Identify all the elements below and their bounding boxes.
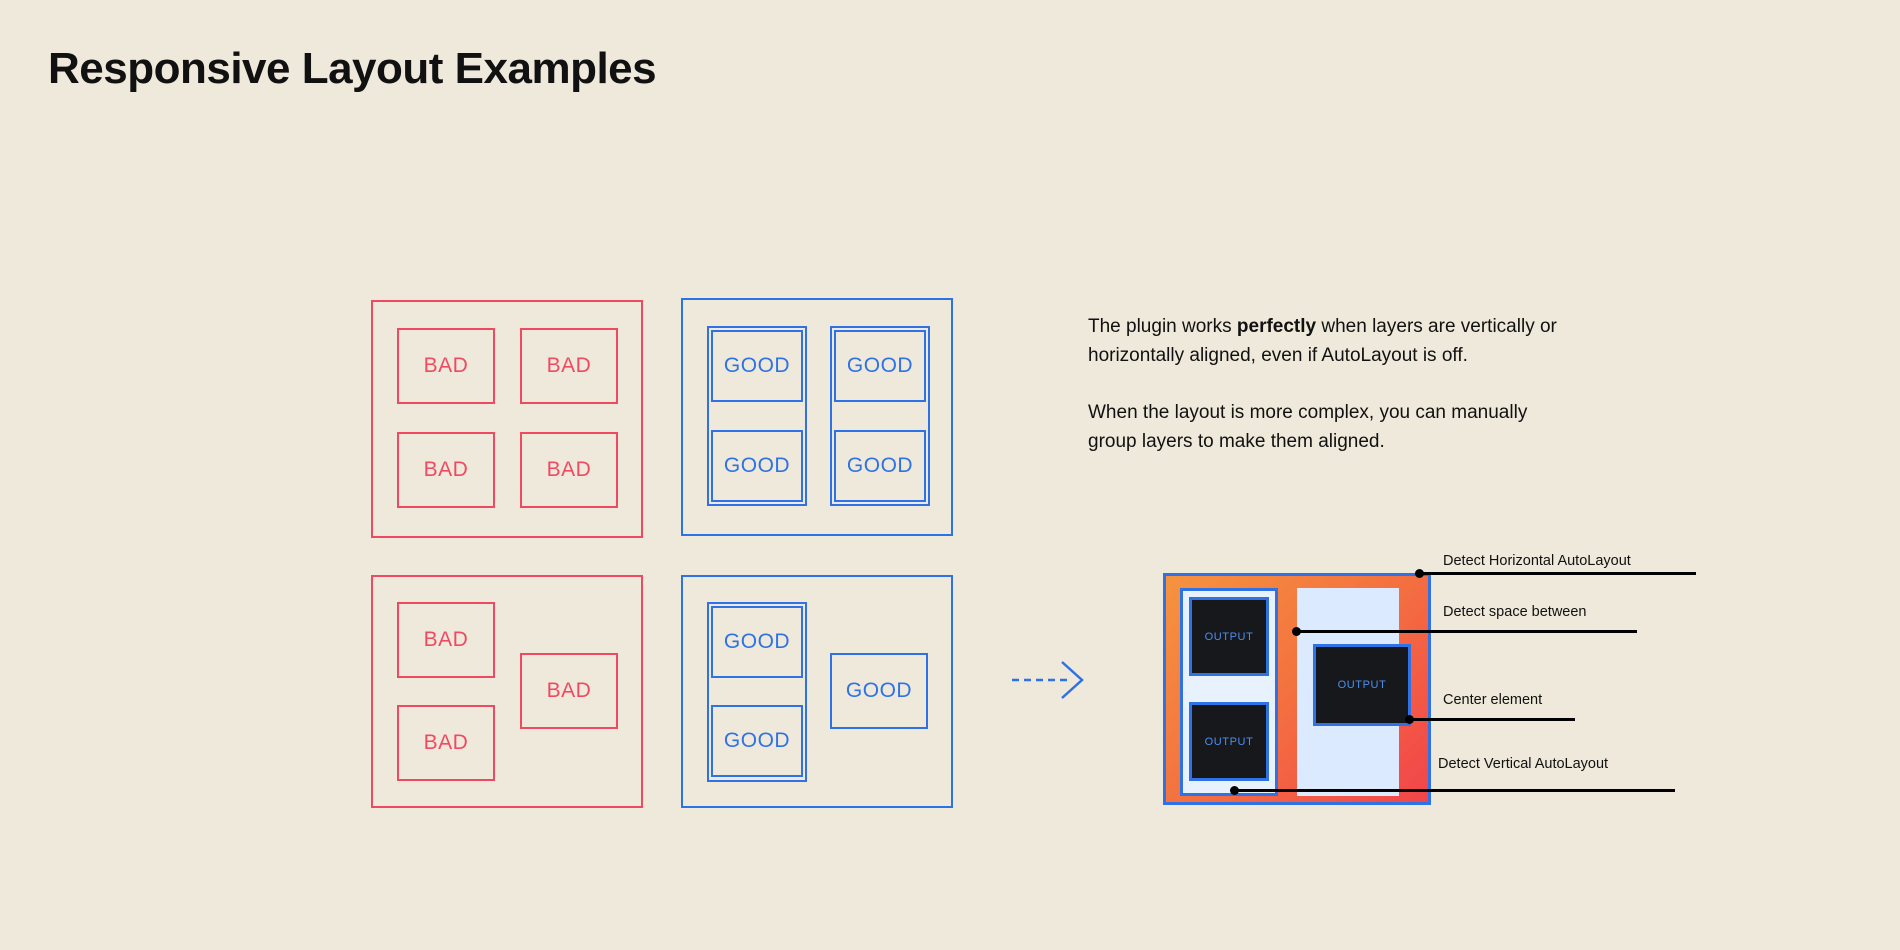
paragraph-1-lead: The plugin works bbox=[1088, 316, 1237, 337]
cell-label: GOOD bbox=[723, 729, 791, 752]
example-cell-good: GOOD bbox=[711, 430, 803, 502]
cell-label: GOOD bbox=[846, 354, 914, 377]
example-cell-bad: BAD bbox=[397, 328, 495, 404]
example-cell-bad: BAD bbox=[520, 653, 618, 729]
example-cell-bad: BAD bbox=[520, 328, 618, 404]
annotation-dot-space-between bbox=[1292, 627, 1301, 636]
group-wrapper-column-left bbox=[707, 602, 807, 782]
annotation-line-space-between bbox=[1297, 630, 1637, 633]
example-cell-good: GOOD bbox=[711, 705, 803, 777]
cell-label: BAD bbox=[546, 458, 592, 481]
cell-label: BAD bbox=[423, 628, 469, 651]
example-cell-good: GOOD bbox=[834, 430, 926, 502]
cell-label: GOOD bbox=[723, 354, 791, 377]
annotation-label-vertical-autolayout: Detect Vertical AutoLayout bbox=[1438, 756, 1609, 772]
dashed-arrow-right-icon bbox=[1012, 661, 1084, 699]
example-panel-good-complex: GOOD GOOD GOOD bbox=[681, 575, 953, 808]
output-box: OUTPUT bbox=[1189, 702, 1269, 781]
group-wrapper-column-right bbox=[830, 326, 930, 506]
annotation-line-horizontal-autolayout bbox=[1420, 572, 1696, 575]
description-copy: The plugin works perfectly when layers a… bbox=[1088, 312, 1558, 456]
output-group-left: OUTPUT OUTPUT bbox=[1180, 588, 1278, 796]
group-wrapper-column-left bbox=[707, 326, 807, 506]
example-cell-good: GOOD bbox=[711, 330, 803, 402]
example-cell-good: GOOD bbox=[834, 330, 926, 402]
paragraph-1: The plugin works perfectly when layers a… bbox=[1088, 312, 1558, 370]
annotation-dot-horizontal-autolayout bbox=[1415, 569, 1424, 578]
output-label: OUTPUT bbox=[1337, 679, 1387, 691]
example-cell-good: GOOD bbox=[830, 653, 928, 729]
cell-label: BAD bbox=[423, 354, 469, 377]
annotation-label-horizontal-autolayout: Detect Horizontal AutoLayout bbox=[1443, 553, 1631, 569]
output-label: OUTPUT bbox=[1204, 630, 1254, 643]
cell-label: GOOD bbox=[846, 454, 914, 477]
example-cell-bad: BAD bbox=[520, 432, 618, 508]
paragraph-2: When the layout is more complex, you can… bbox=[1088, 402, 1528, 452]
cell-label: BAD bbox=[546, 679, 592, 702]
example-cell-bad: BAD bbox=[397, 705, 495, 781]
annotation-dot-vertical-autolayout bbox=[1230, 786, 1239, 795]
paragraph-1-emphasis: perfectly bbox=[1236, 316, 1317, 337]
cell-label: BAD bbox=[546, 354, 592, 377]
annotation-dot-center-element bbox=[1405, 715, 1414, 724]
example-panel-bad-grid: BAD BAD BAD BAD bbox=[371, 300, 643, 538]
paragraph-1-tail: when layers are vertically or horizontal… bbox=[1088, 316, 1557, 366]
cell-label: GOOD bbox=[723, 630, 791, 653]
output-box: OUTPUT bbox=[1189, 597, 1269, 676]
annotation-label-space-between: Detect space between bbox=[1443, 604, 1587, 620]
cell-label: BAD bbox=[423, 731, 469, 754]
autolayout-detection-diagram: OUTPUT OUTPUT OUTPUT bbox=[1163, 573, 1431, 805]
example-panel-bad-complex: BAD BAD BAD bbox=[371, 575, 643, 808]
example-cell-good: GOOD bbox=[711, 606, 803, 678]
cell-label: BAD bbox=[423, 458, 469, 481]
page-title: Responsive Layout Examples bbox=[48, 44, 657, 93]
annotation-label-center-element: Center element bbox=[1443, 692, 1543, 708]
example-cell-bad: BAD bbox=[397, 602, 495, 678]
cell-label: GOOD bbox=[723, 454, 791, 477]
example-panel-good-grid: GOOD GOOD GOOD GOOD bbox=[681, 298, 953, 536]
cell-label: GOOD bbox=[845, 679, 913, 702]
example-cell-bad: BAD bbox=[397, 432, 495, 508]
output-label: OUTPUT bbox=[1204, 735, 1254, 748]
annotation-line-center-element bbox=[1410, 718, 1575, 721]
annotation-line-vertical-autolayout bbox=[1235, 789, 1675, 792]
output-box-center: OUTPUT bbox=[1313, 644, 1411, 726]
